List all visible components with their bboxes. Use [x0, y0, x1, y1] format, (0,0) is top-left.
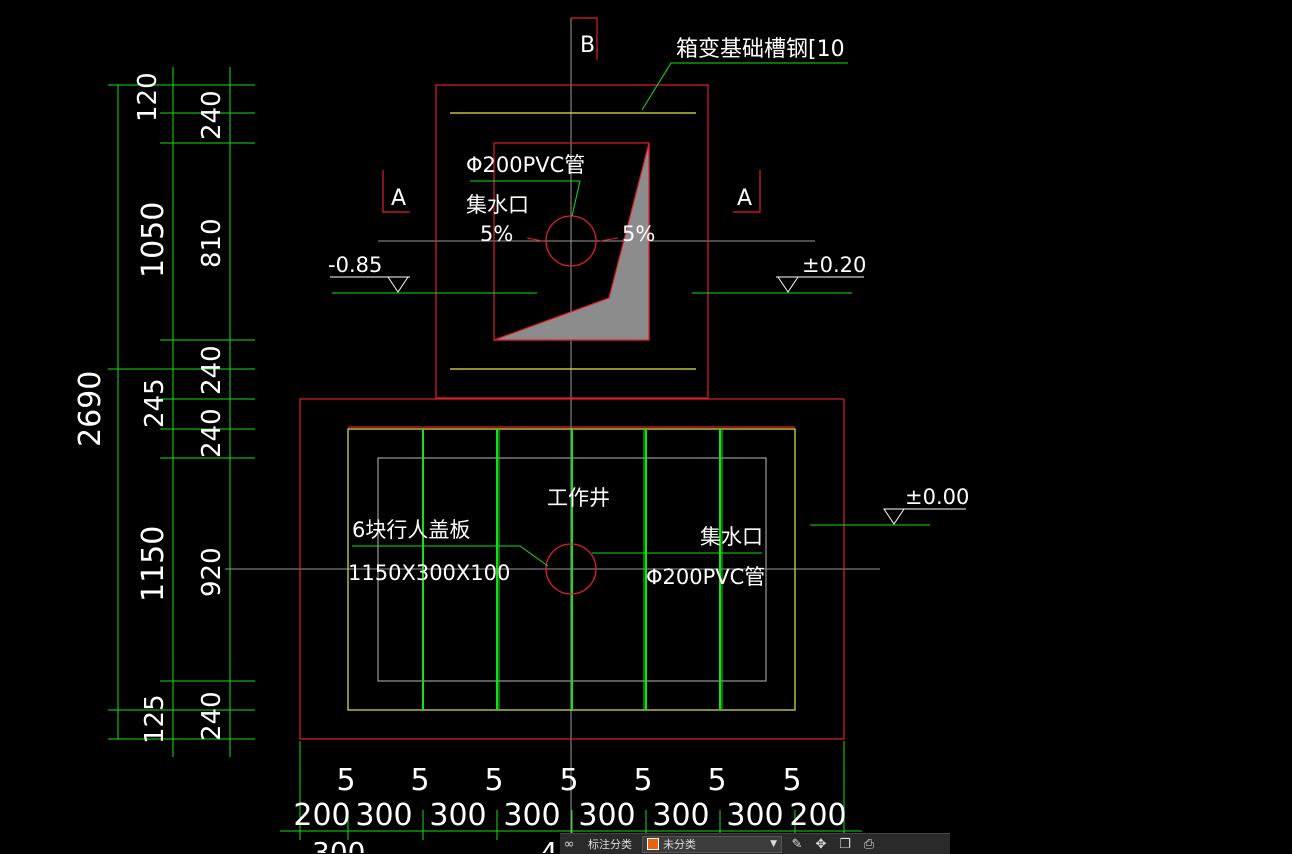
layer-color-swatch [647, 838, 659, 850]
slope-right-label: 5% [622, 222, 655, 246]
dim-120: 120 [133, 72, 163, 122]
dim-245: 245 [140, 378, 170, 428]
dim-segment-label: 300 [726, 798, 783, 833]
dim-segment-label: 300 [578, 798, 635, 833]
sump-top-label: 集水口 [466, 193, 529, 217]
foundation-outline [435, 84, 709, 399]
dimension-lines-bottom [280, 741, 862, 840]
dimension-lines-left [108, 67, 255, 757]
section-a-left-marker [382, 170, 410, 213]
leader-pvc-top [470, 180, 581, 217]
dim-gap-label: 5 [410, 763, 429, 798]
section-a-left-label: A [391, 186, 406, 211]
channel-steel-lines [450, 112, 696, 370]
cover-plate-lines [422, 429, 721, 710]
cover-plate-lines-thin [498, 429, 723, 710]
layer-select-value: 未分类 [663, 838, 696, 851]
elevation-marker-neg [330, 276, 410, 293]
leader-cover [352, 545, 762, 567]
dim-gap-label: 5 [484, 763, 503, 798]
dim-240-b: 240 [197, 345, 227, 395]
section-b-marker [571, 17, 598, 60]
pvc-top-label: Φ200PVC管 [466, 153, 585, 177]
edit-icon[interactable]: ✎ [791, 836, 803, 852]
dim-gap-label: 5 [707, 763, 726, 798]
slope-fill [493, 142, 650, 341]
dim-1150: 1150 [136, 526, 171, 602]
layer-select[interactable]: 未分类 ▼ [642, 835, 782, 853]
section-b-label: B [580, 33, 595, 58]
annotation-toolbar: ∞ 标注分类 未分类 ▼ ✎ ✥ ❐ ⎙ [560, 833, 950, 854]
dims-gap-row: 5 5 5 5 5 5 5 [336, 763, 801, 798]
section-a-right-label: A [737, 186, 752, 211]
dim-total: 2690 [73, 371, 108, 447]
dim-240-d: 240 [197, 691, 227, 741]
dim-920: 920 [197, 547, 227, 597]
elev-pos-label: ±0.20 [802, 253, 866, 277]
dim-segment-label: 300 [652, 798, 709, 833]
elevation-marker-pos [776, 276, 864, 293]
dim-gap-label: 5 [633, 763, 652, 798]
work-well-label: 工作井 [547, 486, 610, 510]
well-outline [299, 398, 845, 740]
dim-segment-label: 300 [355, 798, 412, 833]
leader-channel-steel [641, 62, 848, 111]
link-icon[interactable]: ∞ [563, 836, 575, 852]
dim-240-a: 240 [197, 90, 227, 140]
dim-810: 810 [197, 218, 227, 268]
dim-gap-label: 5 [559, 763, 578, 798]
copy-icon[interactable]: ❐ [839, 836, 851, 852]
section-a-right-marker [733, 170, 761, 213]
channel-steel-label: 箱变基础槽钢[10 [676, 37, 845, 62]
dim-segment-label: 200 [789, 798, 846, 833]
dim-125: 125 [140, 694, 170, 744]
cover-plates-label: 6块行人盖板 [352, 518, 470, 542]
chevron-down-icon: ▼ [770, 839, 777, 849]
dim-segment-label: 300 [429, 798, 486, 833]
dim-240-c: 240 [197, 408, 227, 458]
cover-size-label: 1150X300X100 [348, 561, 510, 585]
elev-zero-label: ±0.00 [905, 485, 969, 509]
toolbar-label: 标注分类 [588, 838, 632, 851]
slope-arrows [526, 237, 619, 242]
slope-left-label: 5% [480, 222, 513, 246]
print-icon[interactable]: ⎙ [863, 836, 875, 852]
dim-gap-label: 5 [336, 763, 355, 798]
move-icon[interactable]: ✥ [815, 836, 827, 852]
sump-circle-top [545, 215, 597, 267]
dim-segment-label: 200 [293, 798, 350, 833]
dim-gap-label: 5 [782, 763, 801, 798]
sump-bottom-label: 集水口 [700, 525, 763, 549]
pvc-bottom-label: Φ200PVC管 [646, 565, 765, 589]
dim-1050: 1050 [136, 202, 171, 278]
sump-circle-bottom [545, 543, 597, 595]
dim-cut-1: 300 [312, 836, 365, 853]
elev-neg-label: -0.85 [328, 253, 382, 277]
elevation-marker-zero [883, 508, 966, 525]
dim-segment-label: 300 [503, 798, 560, 833]
